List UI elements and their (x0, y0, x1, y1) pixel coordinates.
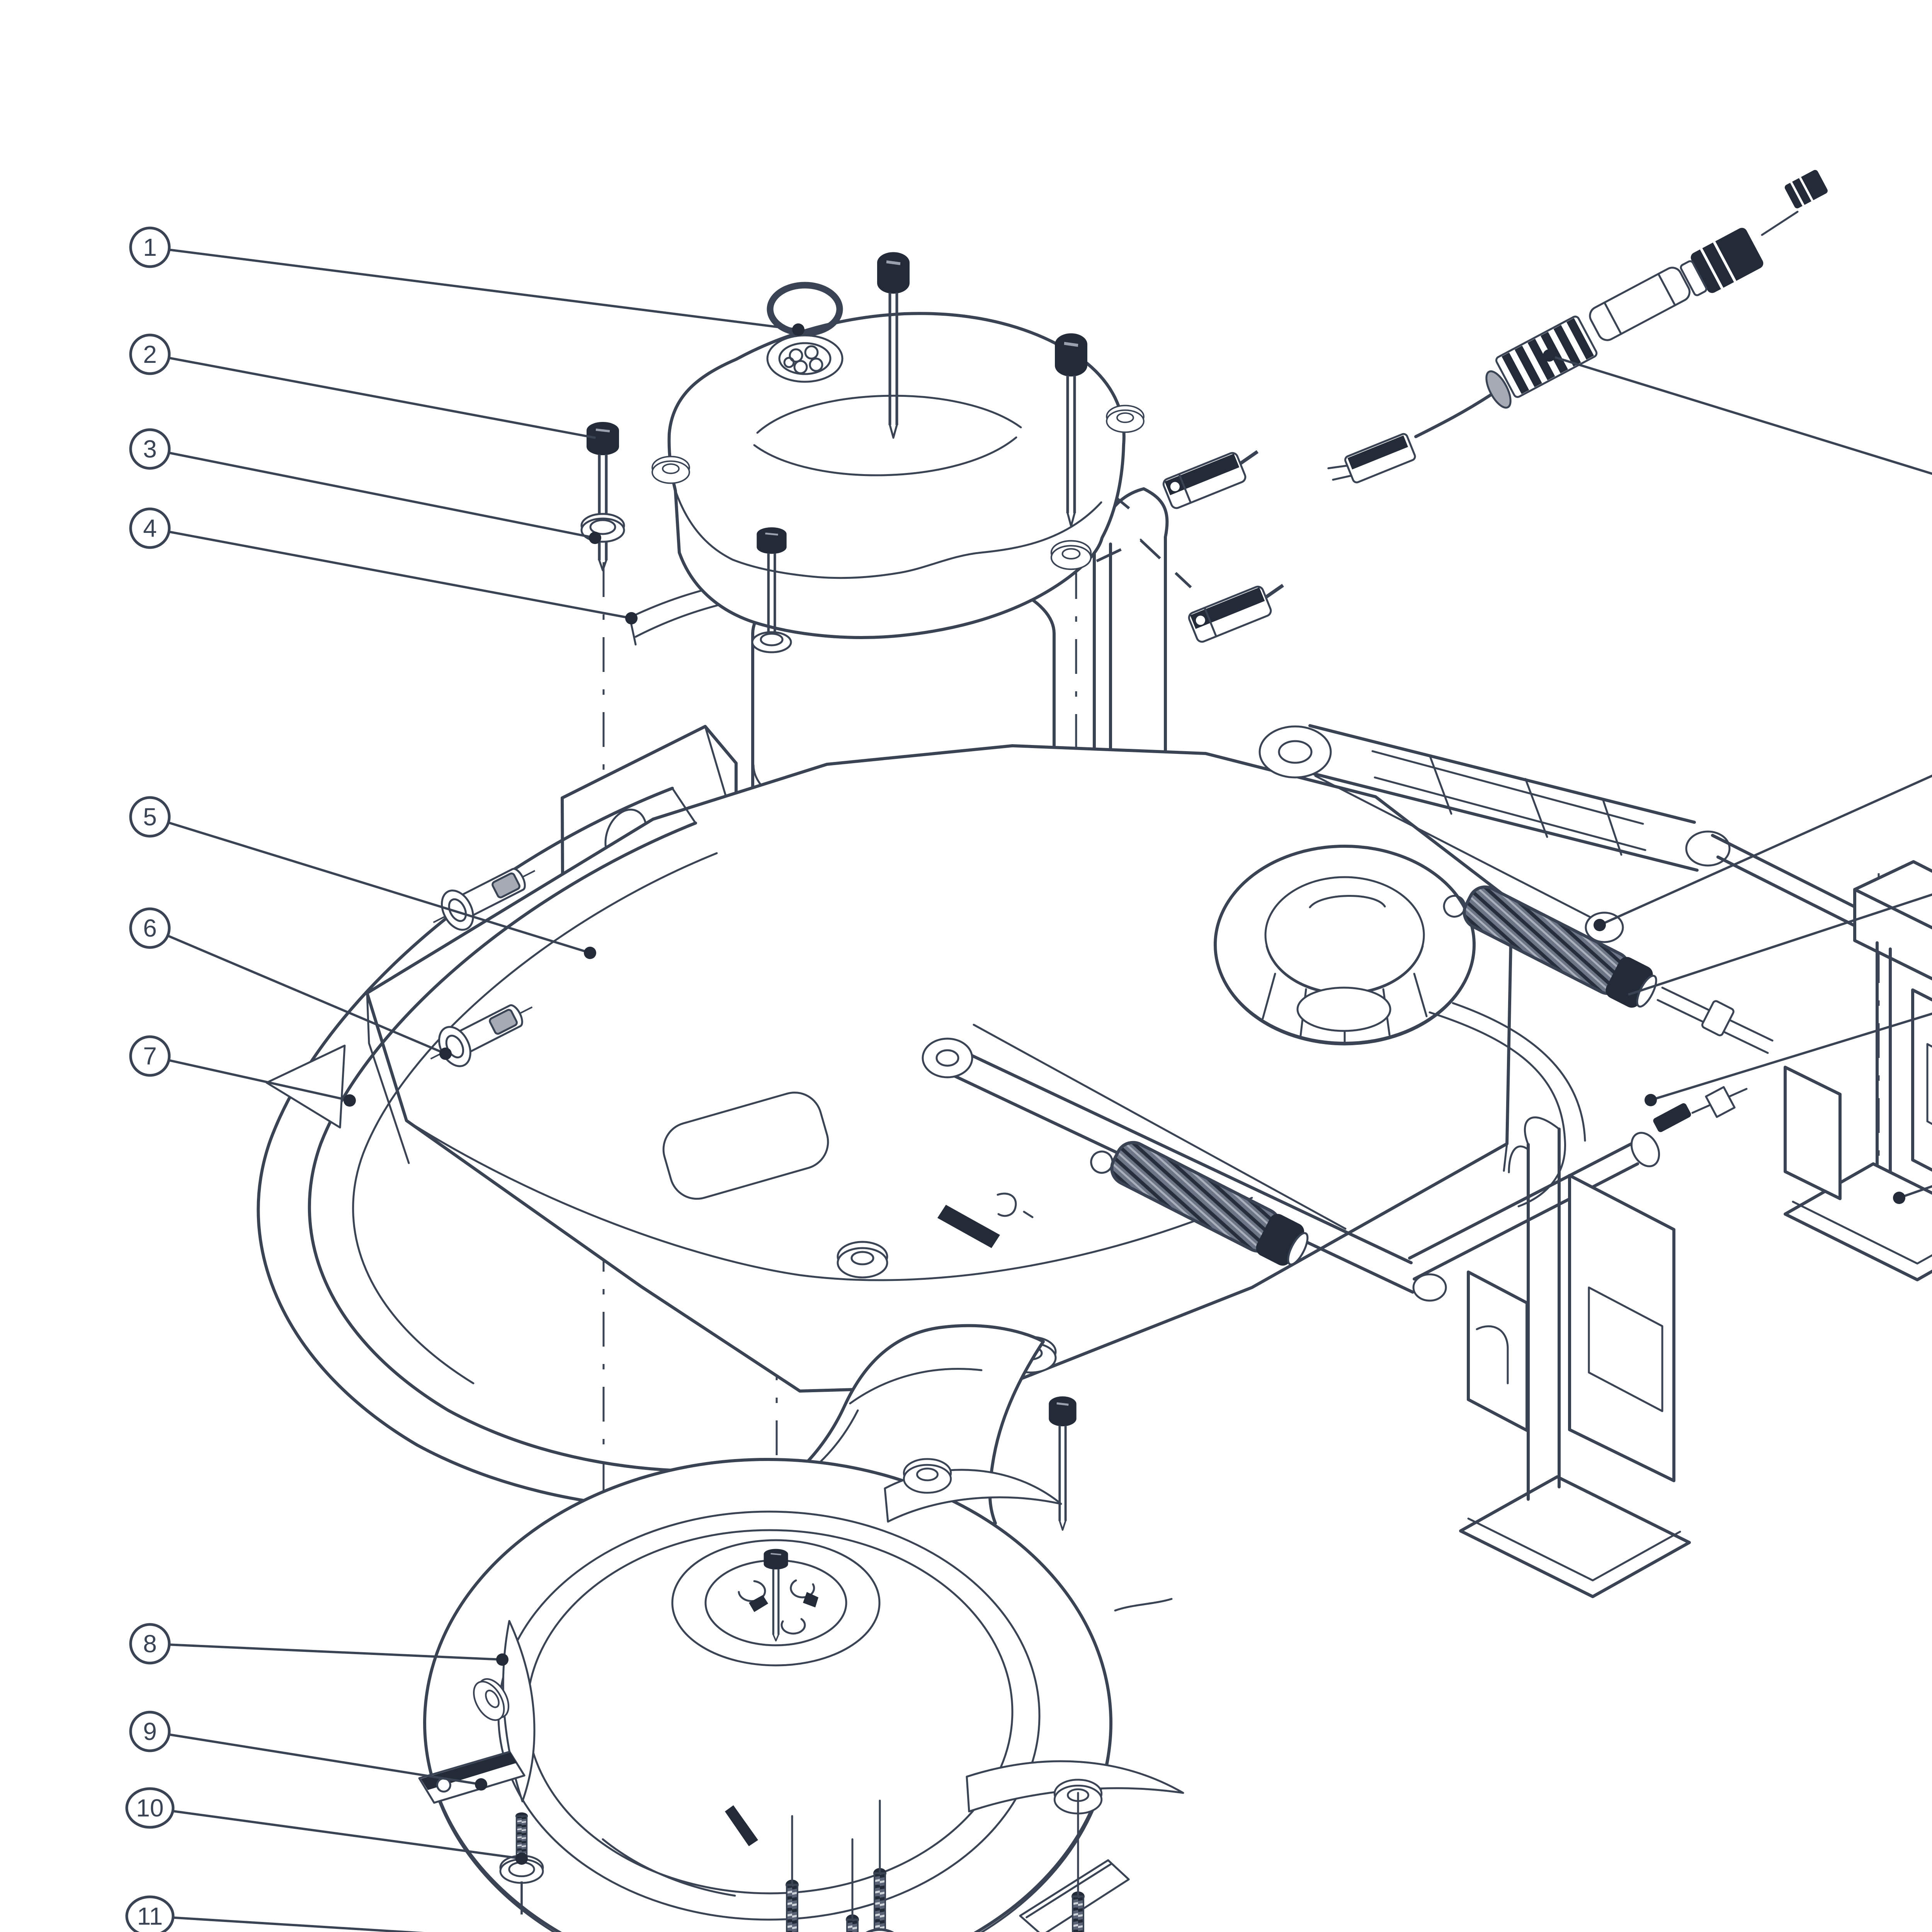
callout-number: 8 (143, 1630, 157, 1658)
leader-dot-7 (344, 1094, 356, 1107)
callout-3: 3 (129, 428, 171, 470)
leader-dot-1 (792, 323, 804, 336)
leader-line-5 (150, 816, 590, 954)
blade-disc-assembly (418, 1396, 1184, 1932)
callout-circle (129, 1711, 171, 1752)
callout-number: 9 (143, 1718, 157, 1745)
callout-5: 5 (129, 796, 171, 838)
callout-circle (129, 507, 171, 549)
leader-dot-5 (584, 947, 596, 959)
callout-number: 1 (143, 233, 157, 261)
engraved-mark (937, 1192, 1034, 1248)
leader-dot-13 (1645, 1094, 1657, 1106)
callout-10: 10 (125, 1787, 175, 1829)
leader-dot-6 (439, 1048, 452, 1060)
callout-number: 4 (143, 514, 157, 542)
leader-line-15 (1599, 774, 1932, 926)
callout-number: 7 (143, 1042, 157, 1070)
leader-line-11 (150, 1915, 425, 1932)
callout-circle (129, 907, 171, 949)
callout-1: 1 (129, 226, 171, 268)
callout-circle (125, 1895, 175, 1932)
leader-line-4 (150, 527, 632, 619)
motor-cover (651, 312, 1145, 639)
callout-circle (125, 1787, 175, 1829)
callout-number: 11 (137, 1902, 163, 1930)
leader-line-8 (150, 1643, 503, 1661)
callout-11: 11 (125, 1895, 175, 1932)
callout-7: 7 (129, 1035, 171, 1077)
lower-linkage (922, 1002, 1748, 1302)
leader-line-2 (150, 353, 602, 440)
leader-dot-16 (1543, 349, 1555, 362)
disc-hub (671, 1539, 881, 1667)
leader-dot-15 (1594, 919, 1606, 931)
leader-dot-12 (1893, 1192, 1905, 1204)
leader-dot-9 (475, 1778, 487, 1791)
bracket-housing-right (1784, 860, 1932, 1281)
leader-line-1 (150, 246, 799, 331)
callout-circle (129, 1623, 171, 1665)
spring-rod-upper (1656, 986, 1774, 1054)
callout-number: 6 (143, 914, 157, 942)
leader-dot-10 (515, 1852, 528, 1865)
leader-dot-3 (589, 532, 601, 544)
leader-dot-2 (595, 433, 608, 445)
seal-ring (767, 282, 843, 337)
callout-number: 10 (136, 1794, 163, 1822)
callout-circle (129, 333, 171, 375)
callout-circle (129, 796, 171, 838)
leader-dot-8 (496, 1653, 509, 1666)
callout-6: 6 (129, 907, 171, 949)
callout-circle (129, 1035, 171, 1077)
callout-8: 8 (129, 1623, 171, 1665)
leader-line-13 (1650, 1012, 1932, 1101)
height-adjuster (922, 724, 1932, 1302)
callout-number: 2 (143, 340, 157, 368)
callout-number: 5 (143, 803, 157, 831)
leader-line-3 (150, 448, 595, 539)
callout-2: 2 (129, 333, 171, 375)
leader-dot-4 (625, 612, 638, 624)
callout-number: 3 (143, 435, 157, 463)
leader-line-7 (150, 1055, 350, 1102)
leader-line-10 (150, 1807, 522, 1860)
callout-circle (129, 428, 171, 470)
adjuster-collar (1214, 845, 1476, 1046)
leader-line-12 (1899, 1185, 1932, 1199)
callout-4: 4 (129, 507, 171, 549)
cable-harness (1327, 170, 1828, 483)
leader-lines (149, 246, 1932, 1932)
callout-circle (129, 226, 171, 268)
disc-screws (500, 1792, 1100, 1932)
leader-line-14 (1622, 893, 1932, 998)
bracket-housing-left (1459, 1116, 1691, 1598)
leader-line-6 (149, 927, 446, 1055)
leader-line-16 (1549, 354, 1932, 475)
vent-grommet (766, 334, 844, 383)
leader-dot-14 (1616, 990, 1629, 1003)
leader-line-9 (150, 1730, 481, 1786)
callouts: 12345678910111213141516 (125, 226, 175, 1932)
callout-9: 9 (129, 1711, 171, 1752)
